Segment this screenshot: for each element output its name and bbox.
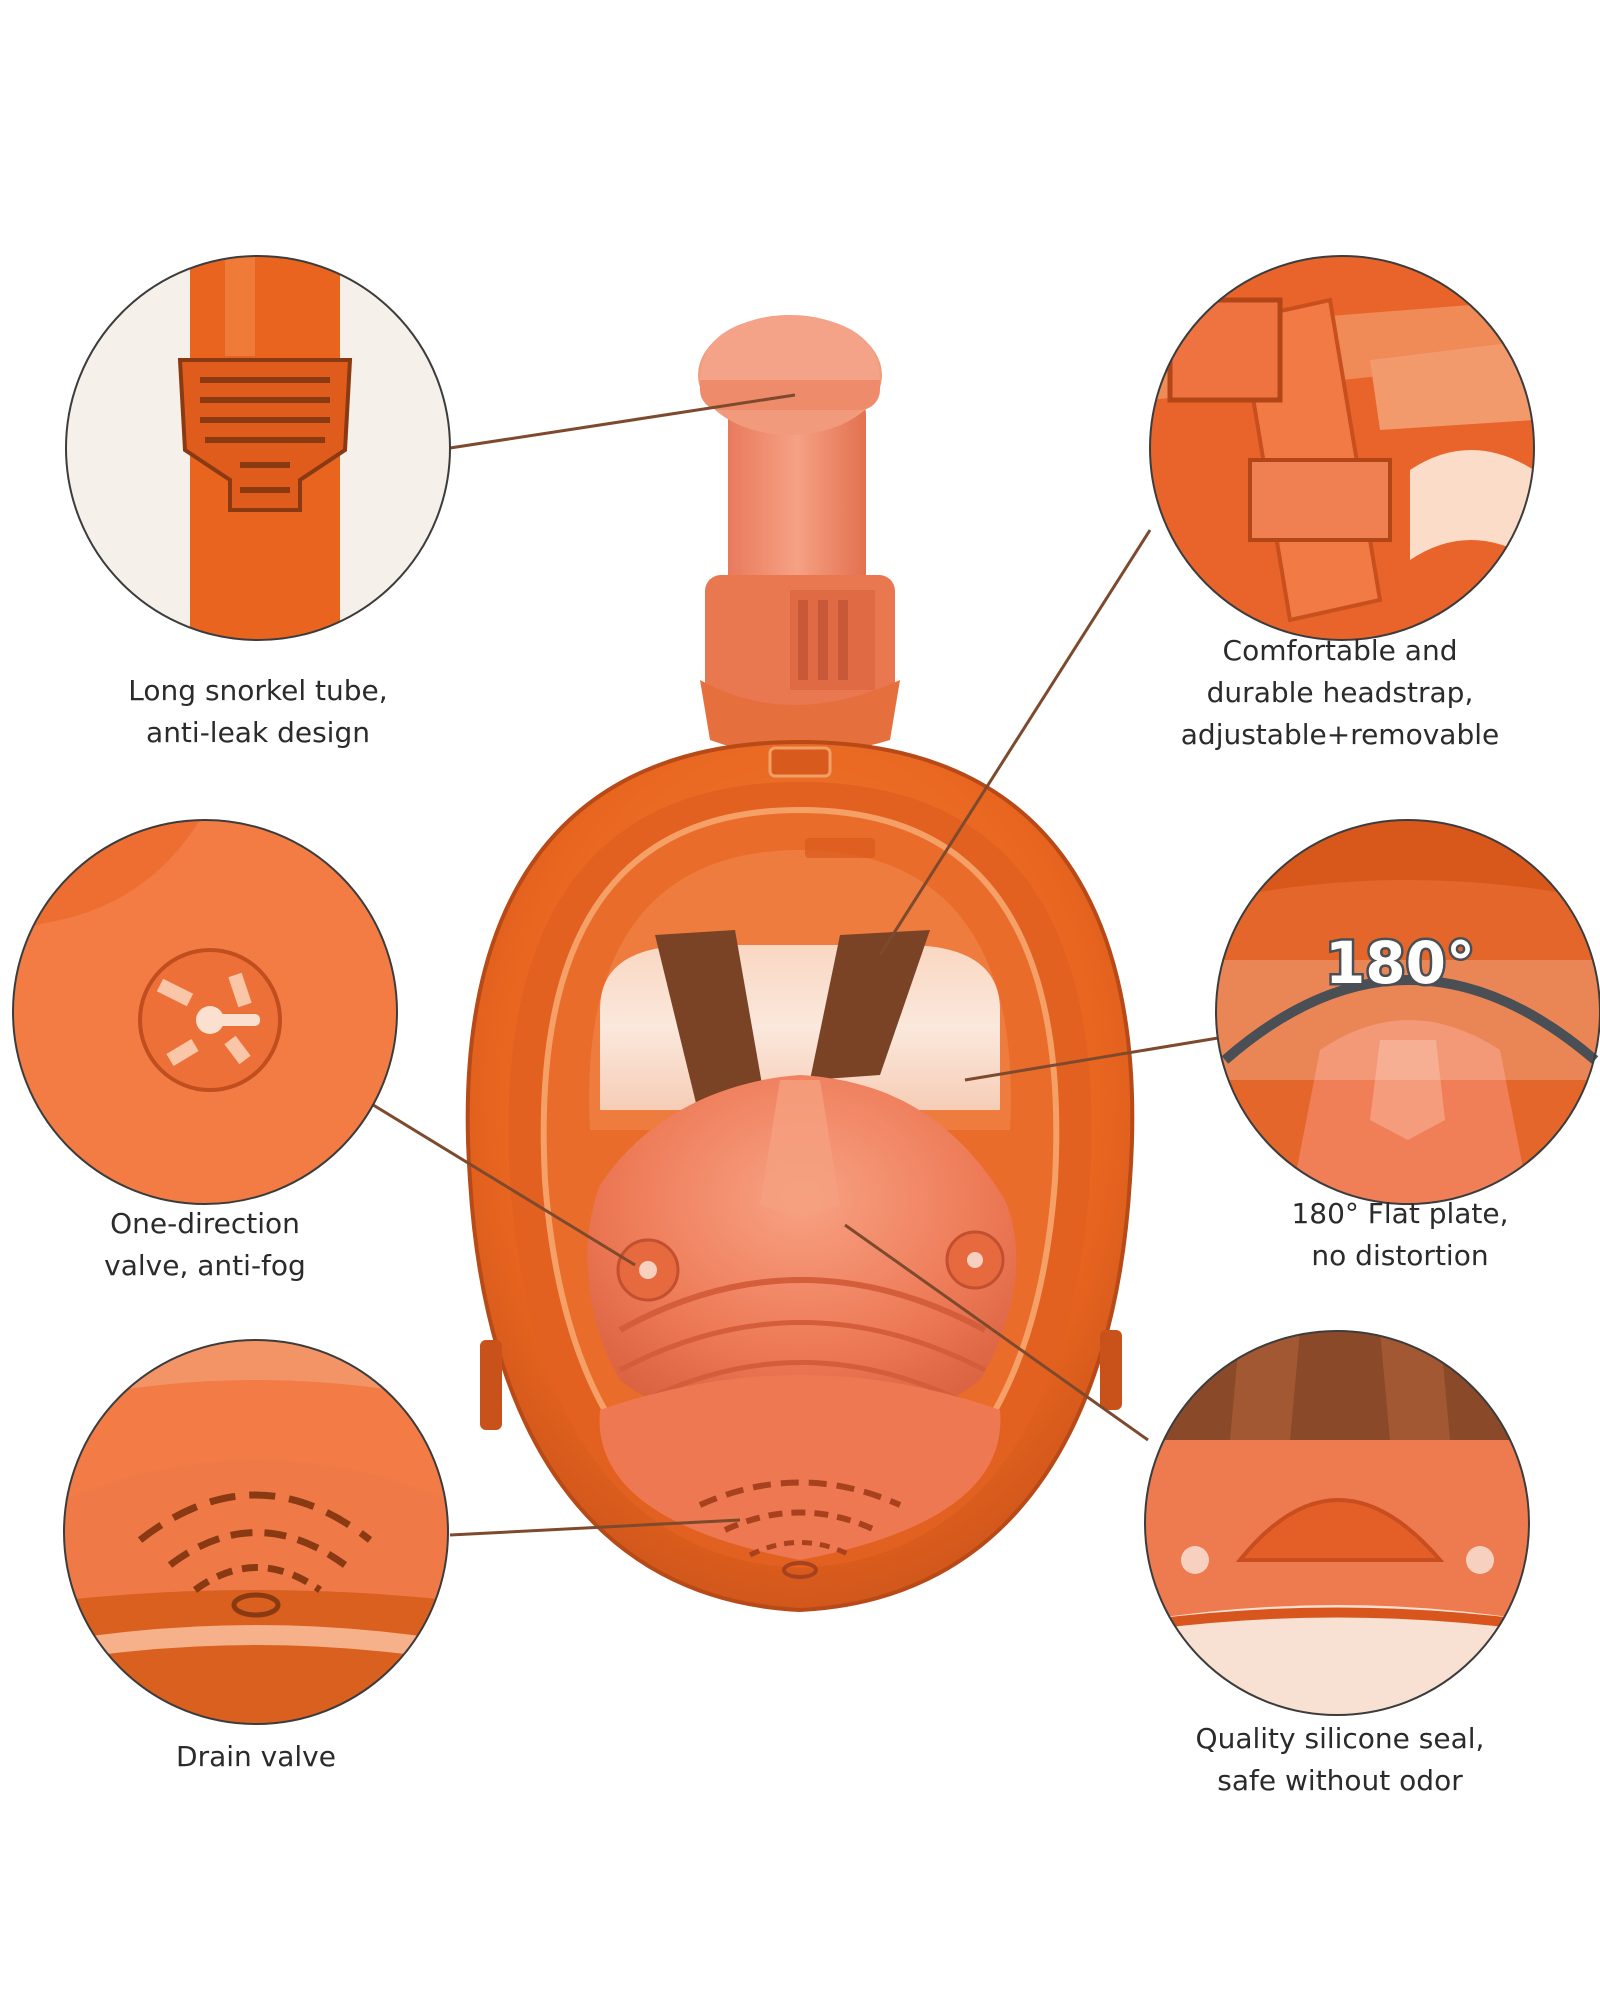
- headstrap-closeup-circle: [1149, 255, 1535, 641]
- arc-180-icon: [1221, 975, 1599, 1064]
- leader-lines: [364, 393, 1219, 1537]
- leader-drain: [449, 1518, 741, 1537]
- drain-closeup-circle: [63, 1339, 449, 1725]
- caption-drain: Drain valve: [56, 1736, 456, 1778]
- caption-line: valve, anti-fog: [104, 1249, 306, 1282]
- caption-line: adjustable+removable: [1180, 718, 1500, 751]
- caption-line: durable headstrap,: [1206, 676, 1474, 709]
- leader-headstrap: [878, 529, 1152, 956]
- caption-line: 180° Flat plate,: [1291, 1197, 1509, 1230]
- caption-seal: Quality silicone seal, safe without odor: [1120, 1718, 1560, 1802]
- inner-strap: [810, 930, 930, 1080]
- caption-line: Comfortable and: [1222, 634, 1458, 667]
- caption-valve: One-direction valve, anti-fog: [5, 1203, 405, 1287]
- chin-drain: [599, 1375, 1001, 1579]
- snorkel-tube: [698, 315, 900, 755]
- leader-flat-plate: [964, 1036, 1219, 1082]
- snorkel-closeup-circle: [65, 255, 451, 641]
- caption-headstrap: Comfortable and durable headstrap, adjus…: [1130, 630, 1550, 756]
- flat-plate-closeup-circle: 180°: [1215, 819, 1600, 1205]
- drain-grille-icon: [137, 1491, 373, 1593]
- snorkel-mask: [465, 315, 1135, 1613]
- leader-snorkel: [449, 393, 796, 450]
- seal-closeup-circle: [1144, 1330, 1530, 1716]
- strap-buckle-icon: [1167, 297, 1283, 403]
- caption-line: anti-leak design: [146, 716, 370, 749]
- caption-line: no distortion: [1311, 1239, 1489, 1272]
- leader-valve: [364, 1098, 636, 1267]
- caption-line: One-direction: [110, 1207, 300, 1240]
- leader-seal: [844, 1223, 1149, 1442]
- caption-line: Long snorkel tube,: [128, 674, 388, 707]
- seal-nose-icon: [1235, 1498, 1445, 1562]
- caption-flat-plate: 180° Flat plate, no distortion: [1200, 1193, 1600, 1277]
- inner-silicone-cup: [587, 1075, 1017, 1427]
- caption-line: Quality silicone seal,: [1195, 1722, 1485, 1755]
- caption-line: safe without odor: [1217, 1764, 1463, 1797]
- valve-closeup-circle: [12, 819, 398, 1205]
- caption-snorkel: Long snorkel tube, anti-leak design: [58, 670, 458, 754]
- angle-badge: 180°: [1325, 929, 1475, 997]
- caption-line: Drain valve: [176, 1740, 336, 1773]
